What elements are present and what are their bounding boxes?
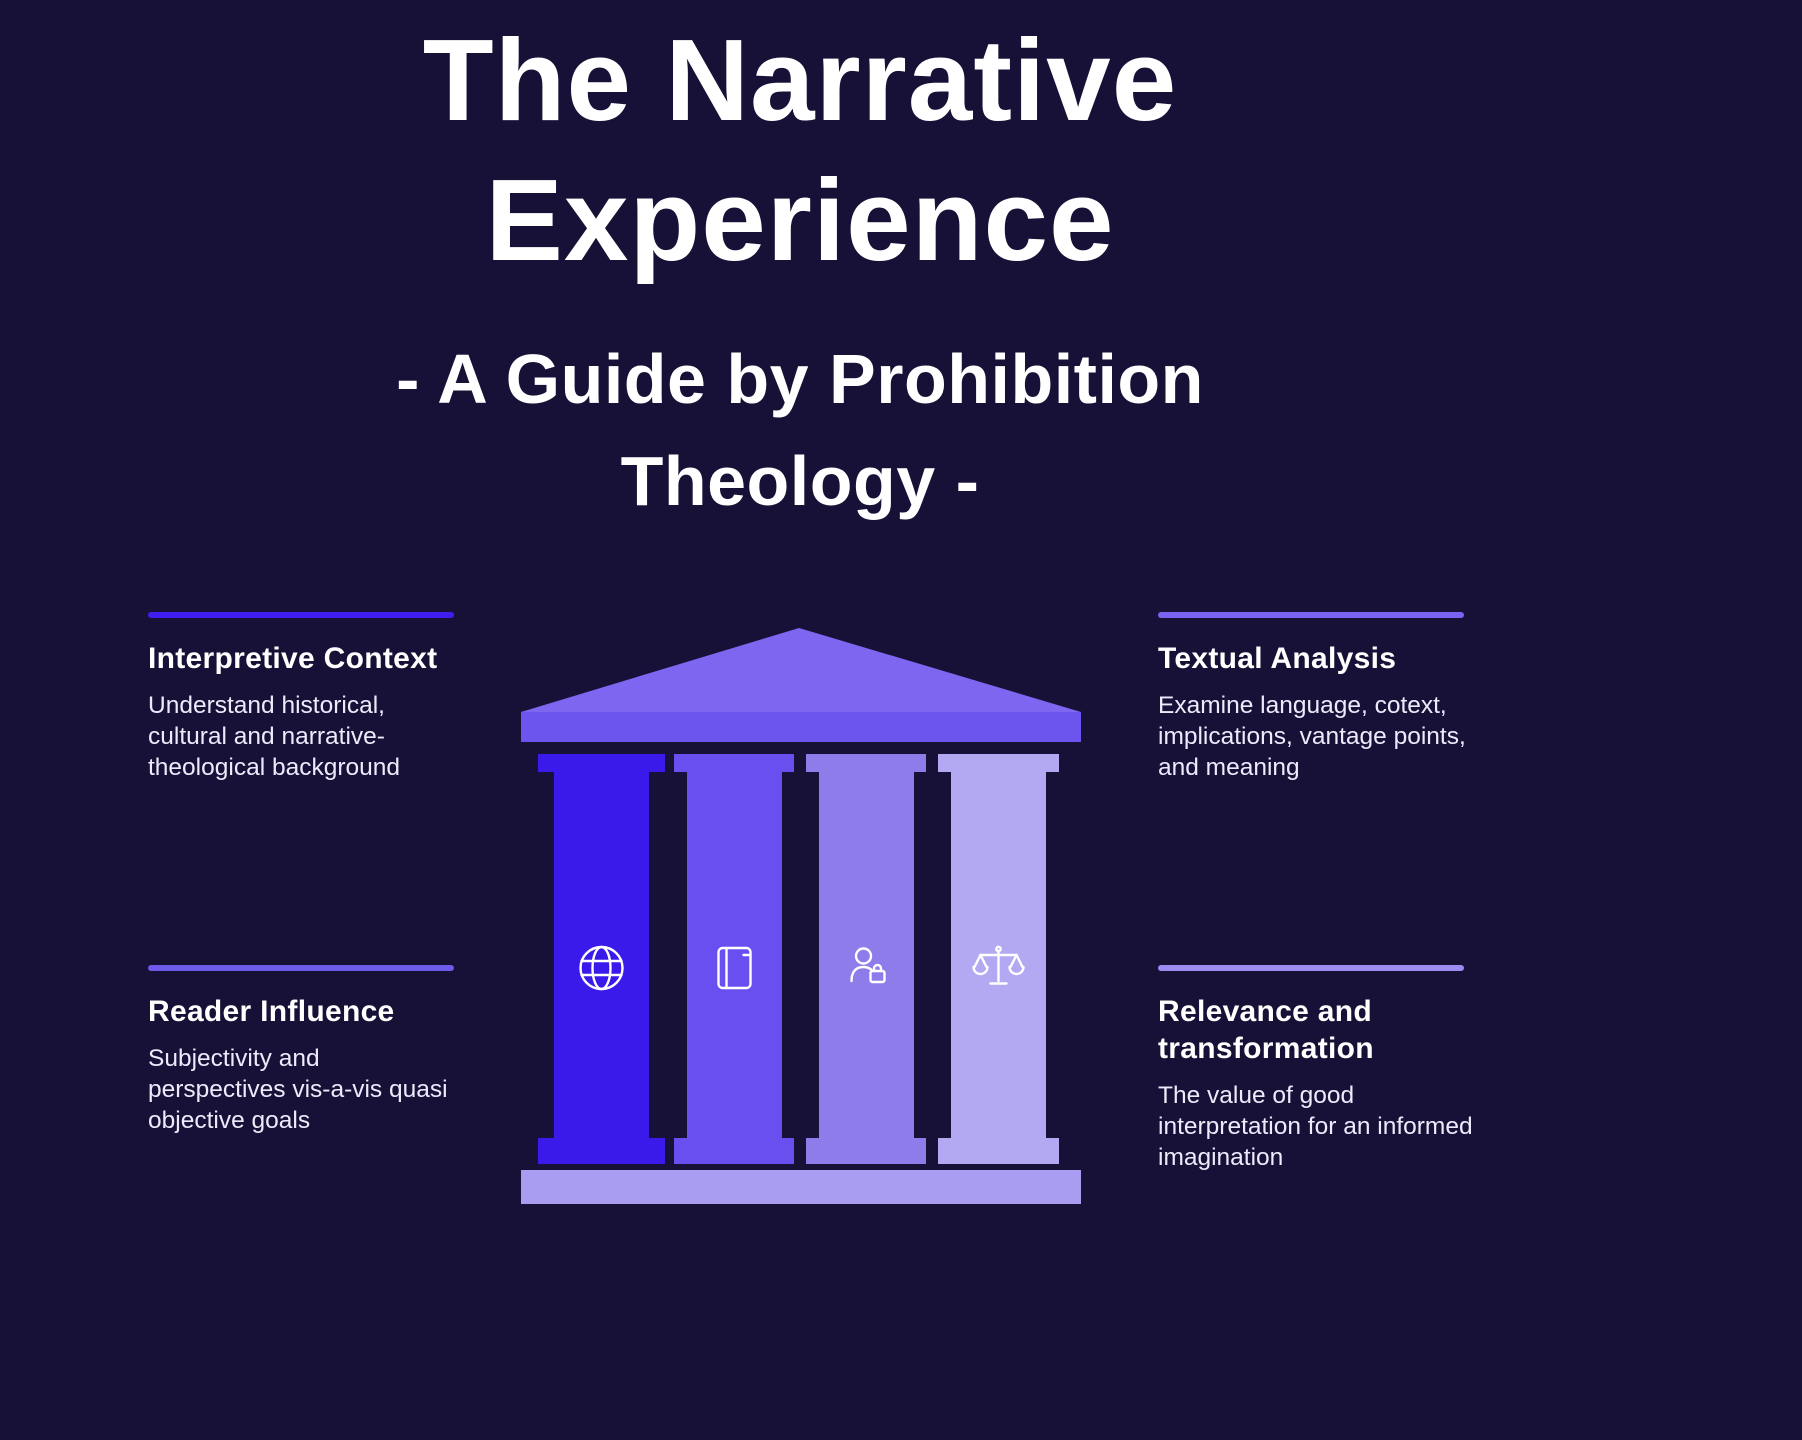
column-3: [806, 754, 926, 1164]
accent-line-relevance-transformation: [1158, 965, 1464, 971]
person-lock-icon: [850, 947, 886, 984]
book-icon: [717, 946, 752, 990]
section-textual-analysis: Textual Analysis Examine language, cotex…: [1158, 612, 1473, 783]
section-heading: Reader Influence: [148, 995, 395, 1028]
section-body: Examine language, cotext, implications, …: [1158, 692, 1466, 781]
section-heading: Textual Analysis: [1158, 642, 1397, 675]
section-body: Understand historical, cultural and narr…: [148, 692, 400, 781]
section-body: Subjectivity and perspectives vis-a-vis …: [148, 1045, 448, 1134]
page-title: The Narrative Experience: [0, 10, 1600, 290]
pediment: [521, 628, 1081, 712]
section-heading: Interpretive Context: [148, 642, 438, 675]
globe-icon: [579, 945, 624, 991]
accent-line-textual-analysis: [1158, 612, 1464, 618]
section-relevance-transformation: Relevance and transformation The value o…: [1158, 965, 1473, 1173]
column-1: [538, 754, 665, 1164]
stylobate: [521, 1170, 1081, 1204]
section-interpretive-context: Interpretive Context Understand historic…: [148, 612, 463, 783]
page-title-text: The Narrative Experience: [422, 15, 1178, 285]
section-body: The value of good interpretation for an …: [1158, 1082, 1473, 1171]
section-reader-influence: Reader Influence Subjectivity and perspe…: [148, 965, 463, 1136]
section-heading: Relevance and transformation: [1158, 995, 1374, 1065]
accent-line-interpretive-context: [148, 612, 454, 618]
scales-icon: [972, 945, 1025, 985]
entablature: [521, 712, 1081, 742]
page-subtitle: - A Guide by Prohibition Theology -: [0, 328, 1600, 532]
accent-line-reader-influence: [148, 965, 454, 971]
page-subtitle-text: - A Guide by Prohibition Theology -: [396, 340, 1204, 520]
column-2: [674, 754, 794, 1164]
temple-illustration: [521, 628, 1081, 1204]
